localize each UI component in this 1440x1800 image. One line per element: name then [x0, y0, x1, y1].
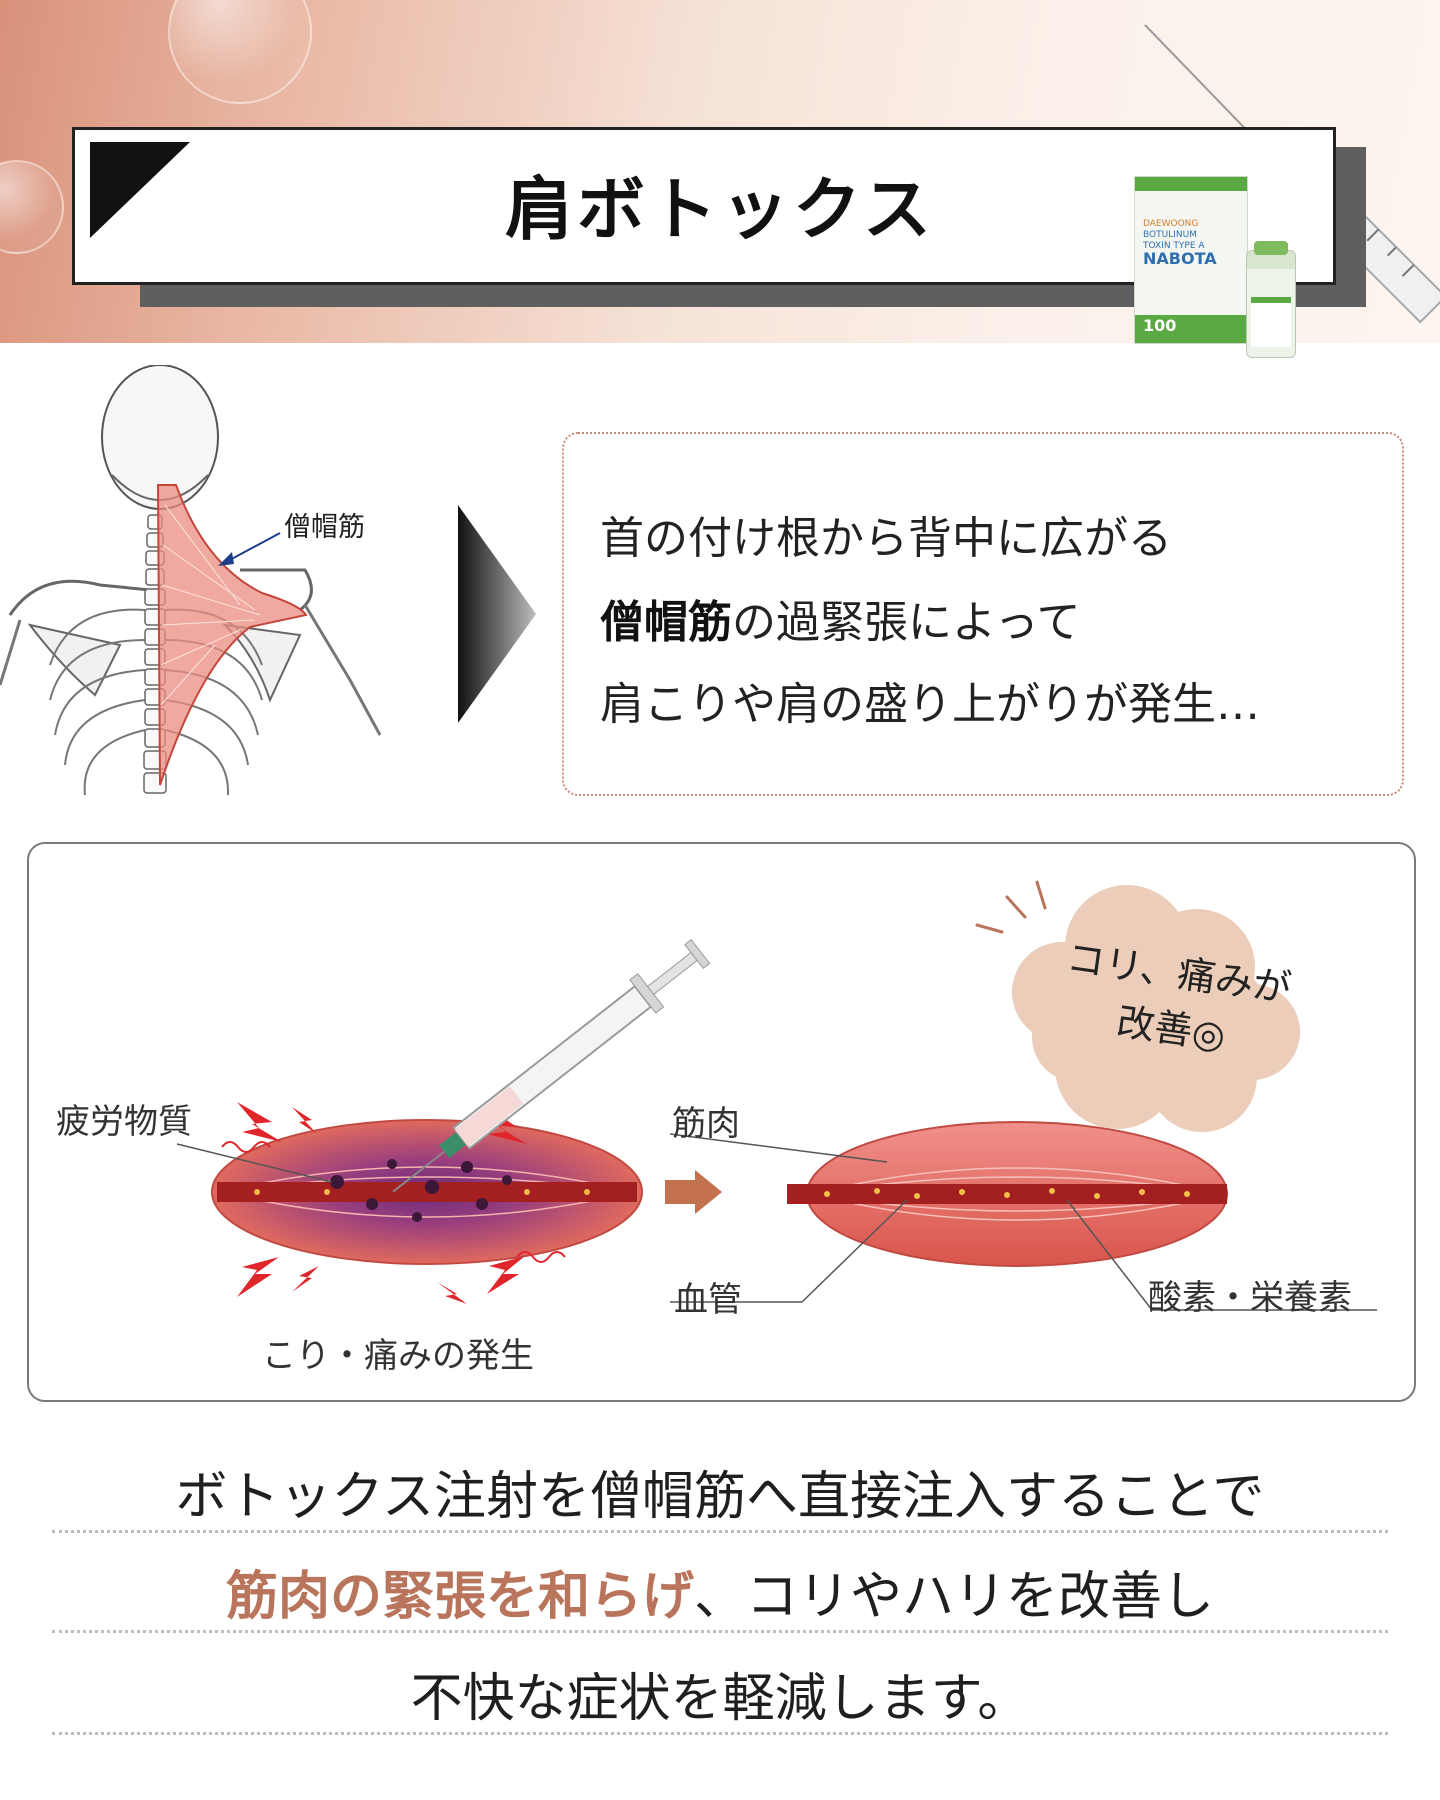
dotted-divider: [52, 1732, 1388, 1735]
info-line-3: 肩こりや肩の盛り上がりが発生…: [600, 679, 1260, 730]
muscle-label: 筋肉: [672, 1104, 740, 1144]
info-line-2-rest: の過緊張によって: [732, 597, 1081, 648]
product-size: 100: [1143, 316, 1177, 335]
pain-label: こり・痛みの発生: [262, 1336, 534, 1376]
product-maker: DAEWOONG: [1143, 219, 1199, 229]
summary-line-1: ボトックス注射を僧帽筋へ直接注入することで: [175, 1467, 1265, 1527]
title-box: [72, 127, 1336, 285]
product-line2: TOXIN TYPE A: [1143, 241, 1205, 251]
dotted-divider: [52, 1530, 1388, 1533]
fatigue-label: 疲労物質: [56, 1102, 192, 1142]
product-brand: NABOTA: [1143, 249, 1217, 268]
nutrient-label: 酸素・栄養素: [1148, 1278, 1352, 1318]
vial-cap: [1254, 241, 1288, 255]
product-stripe-top: [1135, 177, 1247, 191]
page-title: 肩ボトックス: [505, 170, 935, 250]
vial-illustration: [1246, 241, 1296, 358]
summary-accent: 筋肉の緊張を和らげ: [225, 1567, 694, 1627]
dotted-divider: [52, 1630, 1388, 1633]
summary-line-2: 筋肉の緊張を和らげ、コリやハリを改善し: [52, 1554, 1388, 1629]
info-line-2: 僧帽筋の過緊張によって: [600, 586, 1080, 650]
back-anatomy-illustration: [0, 365, 382, 796]
product-line1: BOTULINUM: [1143, 230, 1197, 240]
product-stripe-bottom: [1135, 315, 1247, 343]
summary-line-2-rest: 、コリやハリを改善し: [694, 1567, 1215, 1627]
info-line-1: 首の付け根から背中に広がる: [600, 513, 1172, 564]
info-highlight: 僧帽筋: [600, 597, 732, 648]
product-text: DAEWOONG BOTULINUM TOXIN TYPE A: [1143, 219, 1205, 252]
vial-label: [1251, 297, 1291, 347]
muscle-diagram-illustration: [176, 880, 1377, 1311]
summary-line-3: 不快な症状を軽減します。: [410, 1669, 1030, 1729]
product-box: DAEWOONG BOTULINUM TOXIN TYPE A NABOTA 1…: [1134, 176, 1248, 344]
info-box: [562, 432, 1404, 796]
trapezius-label: 僧帽筋: [284, 512, 365, 543]
muscle-diagram-panel: [27, 842, 1416, 1402]
vessel-label: 血管: [674, 1280, 742, 1320]
arrow-triangle-icon: [458, 505, 536, 723]
